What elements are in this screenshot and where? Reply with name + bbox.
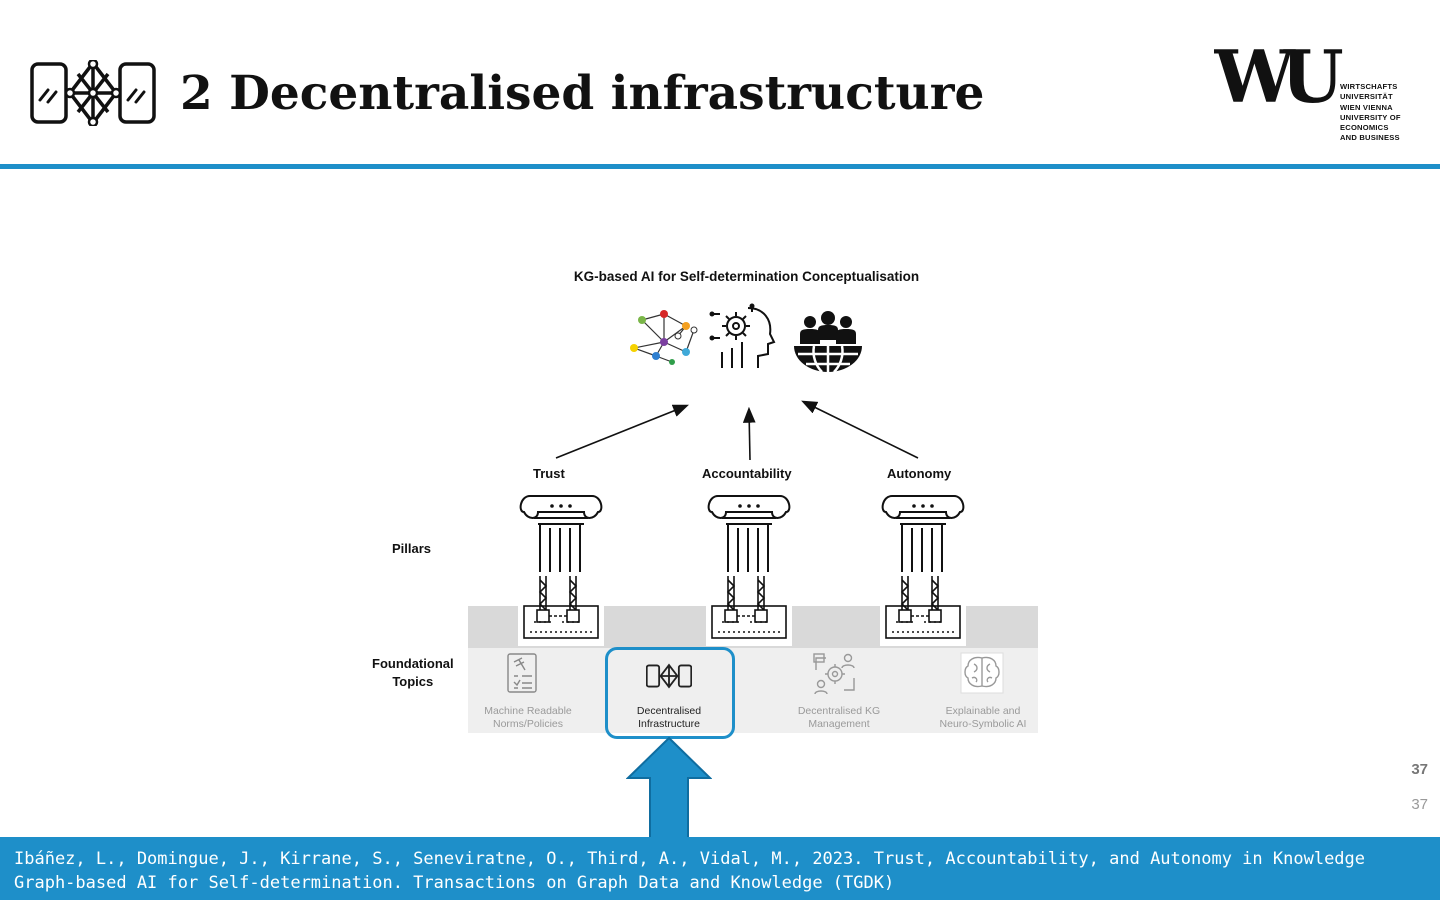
pillar-accountability-icon <box>706 495 792 646</box>
project-logo-icon <box>30 60 156 126</box>
pillars-row-label: Pillars <box>392 541 432 556</box>
wu-logo-icon: WU <box>1214 42 1348 108</box>
page-title: 2 Decentralised infrastructure <box>180 66 985 121</box>
foundational-topics-band <box>468 648 1038 733</box>
pillar-autonomy-icon <box>880 495 966 646</box>
ai-head-icon <box>709 303 776 368</box>
diagram-title: KG-based AI for Self-determination Conce… <box>573 269 920 284</box>
header-divider <box>0 164 1440 169</box>
global-community-icon <box>794 311 862 373</box>
wu-logo-text: WIRTSCHAFTS UNIVERSITÄT WIEN VIENNA UNIV… <box>1340 82 1401 143</box>
pillar-label-autonomy: Autonomy <box>887 466 952 481</box>
kg-management-icon <box>813 653 855 695</box>
brain-icon <box>960 652 1004 694</box>
pillar-arrows <box>555 400 919 461</box>
knowledge-graph-icon <box>630 310 698 365</box>
checklist-gavel-icon <box>507 653 537 693</box>
wu-wordmark: WU <box>1214 42 1343 108</box>
reference-text: Ibáñez, L., Domingue, J., Kirrane, S., S… <box>14 849 1366 893</box>
pillar-trust-icon <box>518 495 604 646</box>
decentralised-network-icon <box>646 663 692 689</box>
pillar-label-trust: Trust <box>533 466 565 481</box>
highlight-box <box>605 647 735 739</box>
reference-bar <box>0 837 1440 900</box>
pillar-label-accountability: Accountability <box>702 466 792 481</box>
foundational-topics-label: Foundational Topics <box>372 656 454 689</box>
page-number-top: 37 <box>1411 761 1428 778</box>
page-number-bottom: 37 <box>1411 796 1428 813</box>
highlight-arrow-icon <box>626 736 712 840</box>
